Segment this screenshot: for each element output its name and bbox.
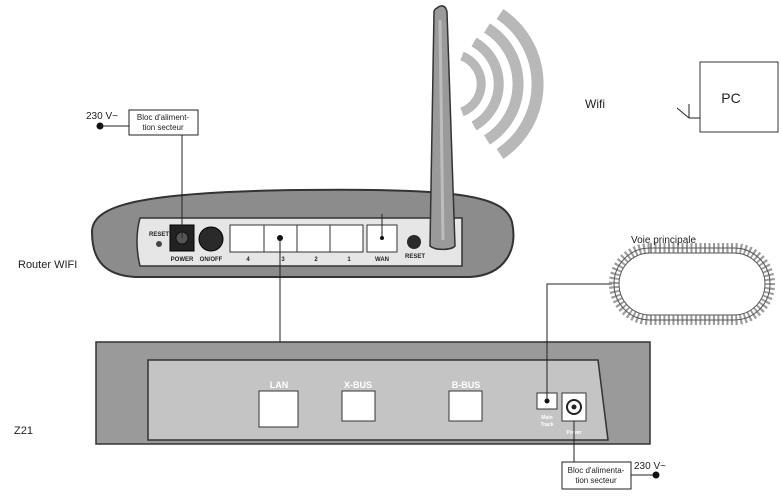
router-port-4[interactable] [229, 224, 265, 253]
label-port-2: 2 [314, 257, 318, 263]
bloc-alimentation-top [128, 109, 199, 136]
z21-port-bbus[interactable] [448, 390, 483, 422]
label-wan: WAN [375, 257, 389, 263]
bloc-top-line1: Bloc d'aliment- [137, 113, 190, 122]
label-port-3: 3 [281, 257, 285, 263]
z21-unit: LAN X-BUS B-BUS Main Track Power [95, 341, 651, 445]
label-main-track-1: Main [541, 415, 552, 421]
voltage-top: 230 V~ [86, 111, 118, 122]
track-cable [544, 283, 612, 404]
router-port-2[interactable] [296, 224, 331, 253]
label-router: Router WIFI [18, 259, 77, 271]
router-onoff-button[interactable] [198, 226, 224, 252]
pc: PC [676, 61, 779, 133]
power-supply-bottom: Bloc d'alimenta- tion secteur 230 V~ [561, 421, 666, 490]
label-xbus: X-BUS [344, 380, 372, 390]
router-port-1[interactable] [329, 224, 364, 253]
label-port-1: 1 [347, 257, 351, 263]
router-reset-button-right[interactable] [407, 235, 421, 249]
label-port-4: 4 [246, 257, 250, 263]
label-power: POWER [171, 257, 194, 263]
wifi-waves-icon [460, 9, 544, 159]
bloc-alimentation-bottom [561, 461, 632, 490]
label-onoff: ON/OFF [200, 257, 223, 263]
label-voie-principale: Voie principale [631, 235, 696, 246]
router-reset-hole-left[interactable] [156, 241, 162, 247]
label-main-track-2: Track [540, 422, 553, 428]
bloc-top-line2: tion secteur [142, 123, 184, 132]
label-lan: LAN [270, 380, 289, 390]
pc-label: PC [721, 90, 740, 106]
antenna-icon [429, 5, 456, 251]
label-z21: Z21 [14, 425, 33, 437]
bloc-bottom-line2: tion secteur [575, 476, 617, 485]
power-supply-top: Bloc d'aliment- tion secteur 230 V~ [86, 109, 199, 238]
z21-port-lan[interactable] [258, 390, 299, 428]
pc-antenna-icon [676, 104, 700, 119]
z21-port-xbus[interactable] [341, 390, 376, 422]
voltage-bottom: 230 V~ [634, 461, 666, 472]
label-reset-left: RESET [149, 232, 169, 238]
router: RESET POWER ON/OFF 4 3 2 1 WAN RESET [90, 188, 515, 278]
track-oval-icon [609, 243, 775, 325]
label-wifi: Wifi [585, 97, 605, 111]
bloc-bottom-line1: Bloc d'alimenta- [568, 466, 625, 475]
pc-box [699, 61, 779, 133]
label-reset-right: RESET [405, 254, 425, 260]
mains-plug-bottom [652, 471, 660, 479]
label-bbus: B-BUS [452, 380, 481, 390]
